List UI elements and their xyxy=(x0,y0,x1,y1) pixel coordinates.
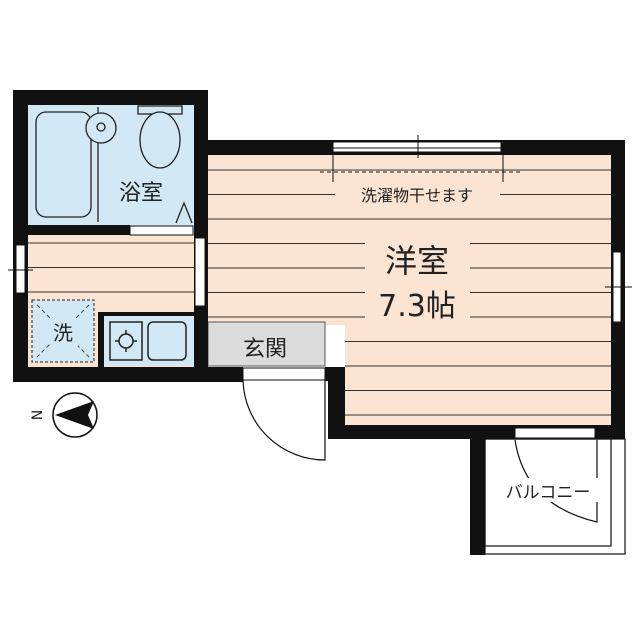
entrance-door-swing[interactable] xyxy=(242,379,326,461)
entrance-floor xyxy=(207,321,326,367)
western-room-floor-lower xyxy=(345,320,611,426)
entrance-label: 玄関 xyxy=(243,337,287,362)
top-window xyxy=(332,141,502,153)
balcony-label: バルコニー xyxy=(506,483,591,503)
laundry-space xyxy=(31,299,95,363)
room-door-opening xyxy=(194,237,206,307)
kitchen xyxy=(109,321,187,361)
stove-icon xyxy=(109,321,143,361)
laundry-note: 洗濯物干せます xyxy=(361,186,473,205)
western-room-label: 洋室 xyxy=(385,242,449,280)
western-room-size: 7.3帖 xyxy=(378,289,456,324)
kitchen-sink-icon xyxy=(147,321,187,361)
bathroom-fixtures xyxy=(35,105,193,224)
compass-label: N xyxy=(30,410,46,420)
entrance-door-opening xyxy=(242,367,326,381)
laundry-label: 洗 xyxy=(53,321,73,345)
triangle-marker-icon xyxy=(175,201,193,224)
toilet-icon xyxy=(139,111,181,169)
compass-icon: N xyxy=(30,392,98,438)
left-window xyxy=(15,244,26,294)
balcony-door-opening xyxy=(514,427,596,439)
bath-door-opening xyxy=(129,225,194,236)
bathroom-label: 浴室 xyxy=(119,181,163,206)
walls xyxy=(13,90,625,555)
bathtub-icon xyxy=(35,111,92,218)
